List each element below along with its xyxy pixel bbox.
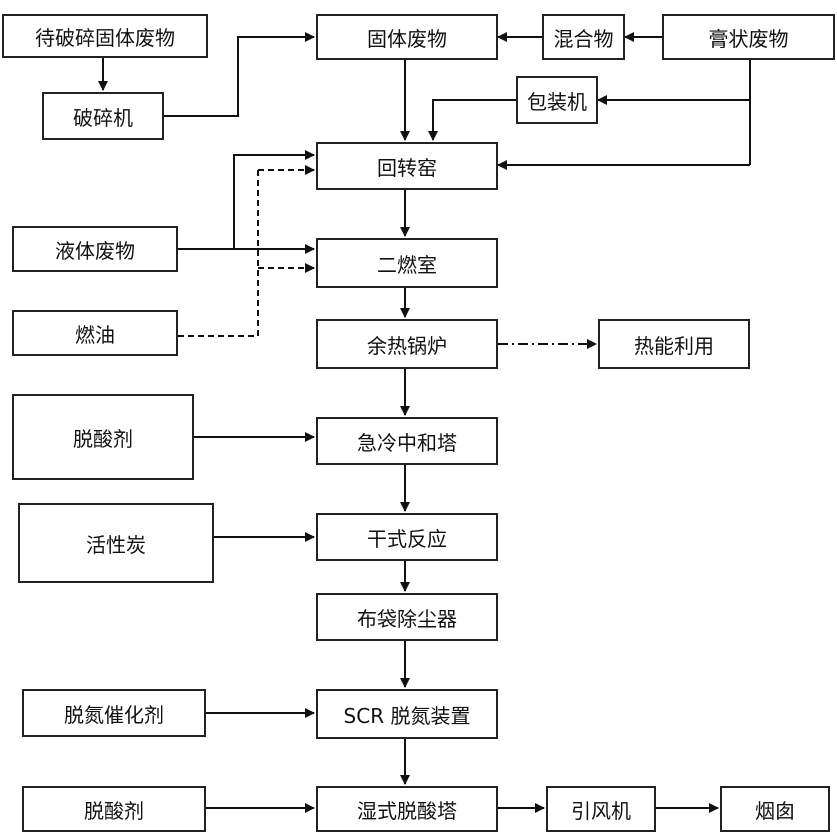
node-dry-reaction: 干式反应 [316, 513, 498, 561]
node-denitration-catalyst: 脱氮催化剂 [22, 689, 206, 737]
line-fuel-oil-dashed [178, 170, 259, 337]
node-paste-waste: 膏状废物 [662, 14, 835, 60]
node-deacidifier-1: 脱酸剂 [12, 394, 194, 480]
arrow-liquid-to-kiln [233, 150, 315, 249]
node-fuel-oil: 燃油 [12, 310, 178, 356]
node-mixture: 混合物 [542, 14, 625, 60]
node-waste-heat-boiler: 余热锅炉 [316, 319, 498, 369]
node-quench-tower: 急冷中和塔 [316, 417, 498, 465]
node-induced-fan: 引风机 [546, 786, 656, 832]
node-liquid-waste: 液体废物 [12, 226, 178, 272]
node-rotary-kiln: 回转窑 [316, 142, 498, 190]
node-chimney: 烟囱 [720, 786, 830, 832]
node-solid-waste: 固体废物 [316, 14, 498, 60]
arrow-packer-to-kiln [428, 99, 516, 141]
node-deacidifier-2: 脱酸剂 [22, 786, 206, 832]
node-activated-carbon: 活性炭 [18, 503, 214, 583]
node-bag-filter: 布袋除尘器 [316, 593, 498, 641]
node-secondary-chamber: 二燃室 [316, 238, 498, 288]
node-crusher: 破碎机 [42, 92, 164, 140]
arrow-crusher-to-solid-waste [164, 32, 315, 117]
node-scr-denitration: SCR 脱氮装置 [316, 689, 498, 739]
node-packer: 包装机 [516, 76, 598, 124]
node-waste-to-crush: 待破碎固体废物 [2, 14, 208, 58]
node-wet-scrubber: 湿式脱酸塔 [316, 786, 498, 832]
node-heat-utilization: 热能利用 [598, 319, 750, 369]
